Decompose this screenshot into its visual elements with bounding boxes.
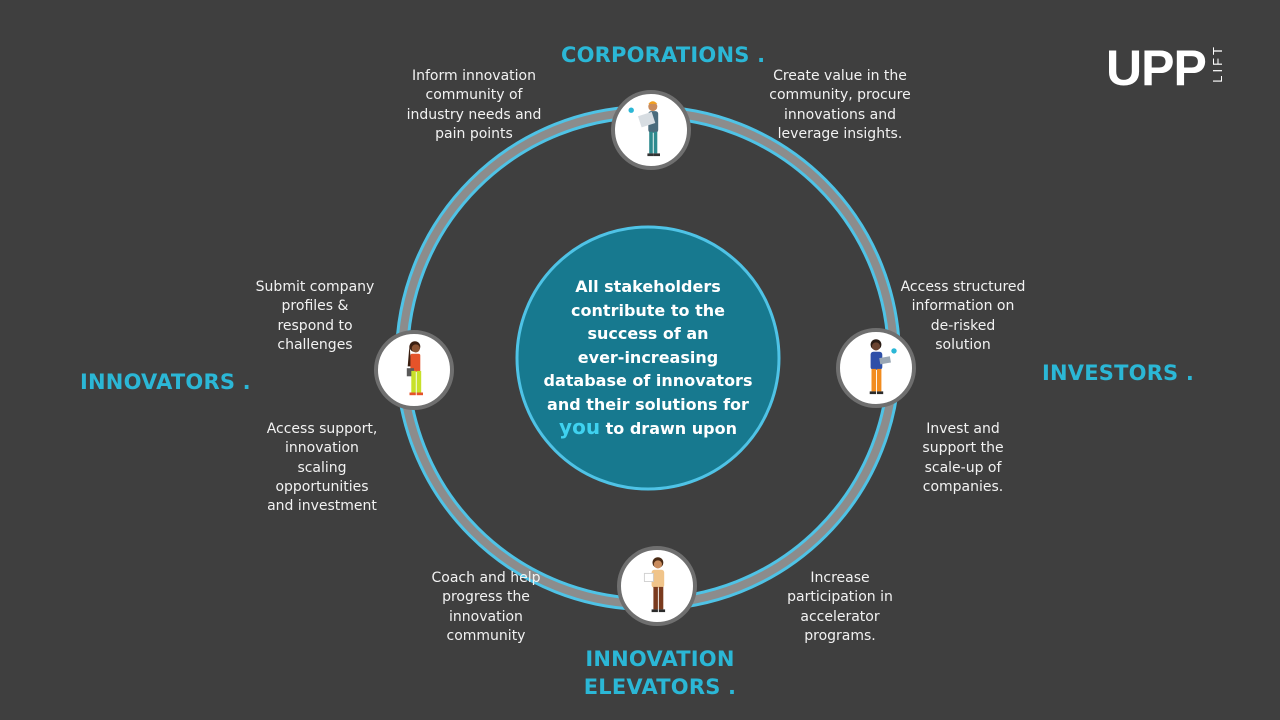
investors-top-desc: Access structured information on de-risk… (893, 278, 1033, 355)
innovation-elevators-right-desc: Increase participation in accelerator pr… (775, 569, 905, 646)
person-with-book-icon (406, 341, 423, 396)
center-line: All stakeholders (575, 277, 721, 297)
desc-line: challenges (277, 336, 353, 353)
desc-line: community, procure (769, 87, 911, 104)
center-message: All stakeholders contribute to the succe… (520, 236, 776, 480)
innovators-avatar (374, 330, 454, 410)
innovation-elevators-left-desc: Coach and help progress the innovation c… (420, 569, 552, 646)
center-line: database of innovators (543, 371, 753, 391)
desc-line: community of (425, 87, 523, 104)
innovators-bottom-desc: Access support, innovation scaling oppor… (254, 420, 390, 516)
desc-line: opportunities (275, 478, 369, 495)
desc-line: Create value in the (773, 68, 907, 84)
desc-line: profiles & (281, 298, 349, 315)
corporations-right-desc: Create value in the community, procure i… (763, 67, 917, 144)
desc-line: Invest and (926, 421, 1000, 437)
desc-line: Coach and help (431, 570, 541, 586)
desc-line: programs. (804, 627, 876, 644)
person-with-laptop-icon (869, 339, 897, 395)
corporations-left-desc: Inform innovation community of industry … (398, 67, 550, 144)
desc-line: participation in (787, 589, 893, 606)
desc-line: innovation (449, 608, 523, 625)
logo-side-text: LIFT (1209, 44, 1225, 83)
center-highlight: you (559, 415, 601, 440)
center-line: contribute to the (571, 300, 725, 320)
desc-line: Submit company (255, 279, 375, 295)
desc-line: information on (911, 298, 1015, 315)
investors-bottom-desc: Invest and support the scale-up of compa… (903, 420, 1023, 497)
desc-line: accelerator (800, 608, 880, 625)
desc-line: Access support, (266, 421, 378, 437)
desc-line: Inform innovation (412, 68, 536, 84)
desc-line: respond to (277, 317, 353, 334)
desc-line: innovations and (784, 106, 896, 123)
person-with-tablet-icon (628, 101, 660, 157)
center-line: success of an (587, 324, 709, 344)
desc-line: and investment (267, 498, 377, 515)
desc-line: community (446, 627, 526, 644)
center-line-last: you to drawn upon (559, 416, 737, 441)
investors-heading: INVESTORS . (1042, 361, 1195, 385)
desc-line: scale-up of (924, 459, 1002, 476)
desc-line: industry needs and (406, 106, 542, 123)
center-line: and their solutions for (547, 394, 749, 414)
person-with-papers-icon (643, 557, 666, 613)
desc-line: scaling (297, 459, 347, 476)
heading-line: INNOVATION (585, 647, 735, 671)
desc-line: companies. (922, 478, 1004, 495)
innovation-elevators-heading: INNOVATION ELEVATORS . (560, 645, 760, 701)
innovation-elevators-avatar (617, 546, 697, 626)
desc-line: support the (922, 440, 1004, 457)
desc-line: solution (935, 336, 991, 353)
desc-line: de-risked (930, 317, 996, 334)
center-last-rest: to drawn upon (600, 419, 737, 439)
desc-line: Access structured (900, 279, 1026, 295)
desc-line: leverage insights. (777, 125, 903, 142)
desc-line: pain points (435, 125, 513, 142)
heading-line: ELEVATORS . (583, 675, 737, 699)
investors-avatar (836, 328, 916, 408)
desc-line: progress the (442, 589, 530, 606)
innovators-top-desc: Submit company profiles & respond to cha… (247, 278, 383, 355)
corporations-heading: CORPORATIONS . (561, 43, 766, 67)
innovators-heading: INNOVATORS . (80, 370, 251, 394)
desc-line: Increase (810, 570, 870, 586)
upplift-logo: UPP LIFT (1106, 40, 1225, 96)
logo-main-text: UPP (1106, 40, 1207, 96)
corporations-avatar (611, 90, 691, 170)
desc-line: innovation (285, 440, 359, 457)
center-line: ever-increasing (577, 347, 719, 367)
